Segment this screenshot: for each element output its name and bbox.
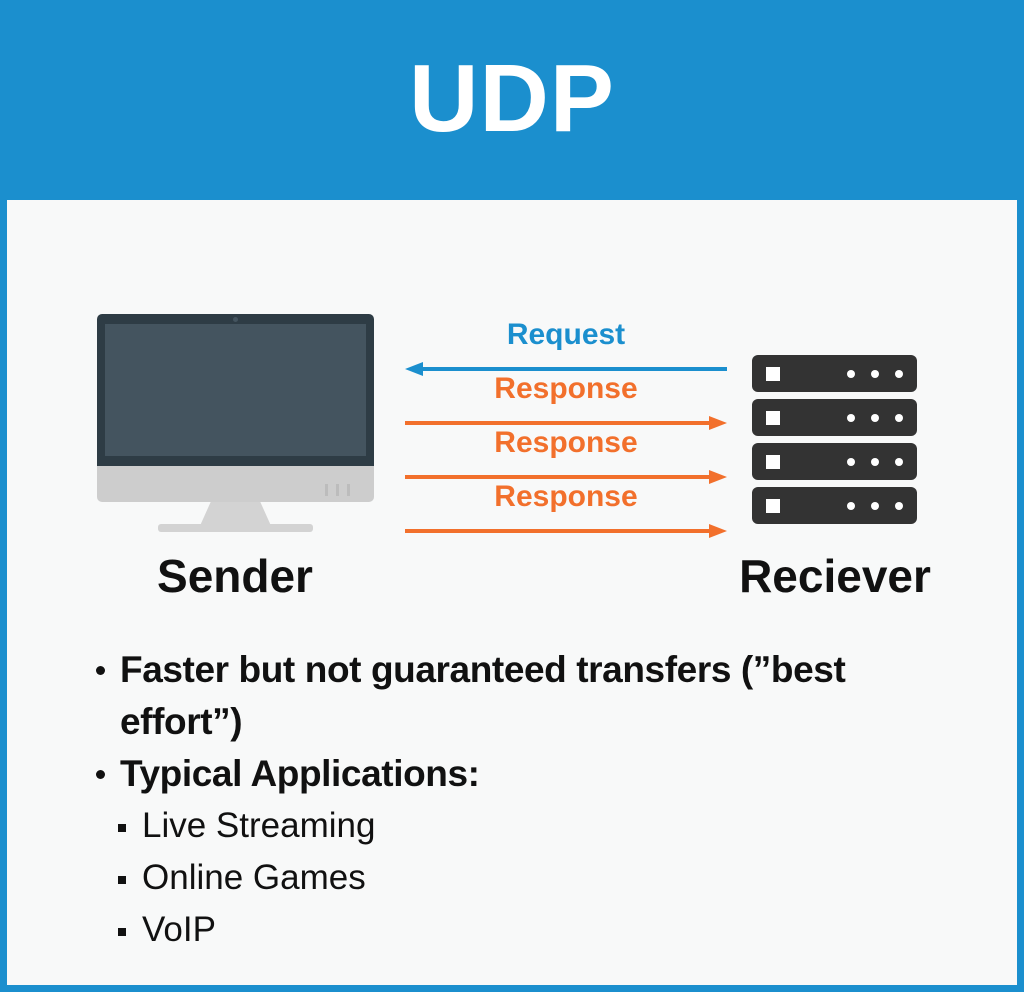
request-flow: Request (405, 318, 727, 376)
response-flow-3: Response (405, 480, 727, 538)
response-flow-label: Response (494, 372, 638, 405)
monitor-stand-neck (199, 502, 272, 528)
monitor-vent-icon (347, 484, 350, 496)
server-unit (752, 487, 917, 524)
desktop-monitor-icon (97, 314, 374, 532)
server-led-dots-icon (847, 370, 903, 378)
server-drive-indicator (766, 411, 780, 425)
slide-header: UDP (0, 0, 1024, 198)
list-item-text: Online Games (142, 858, 366, 897)
server-unit (752, 443, 917, 480)
monitor-vent-icon (325, 484, 328, 496)
sender-label: Sender (157, 550, 313, 602)
request-flow-label: Request (506, 318, 626, 351)
list-item-text: Typical Applications: (120, 753, 480, 794)
list-item: VoIP (92, 904, 952, 956)
server-led-dots-icon (847, 458, 903, 466)
arrow-right-icon (405, 524, 727, 538)
monitor-vent-icon (336, 484, 339, 496)
response-flow-label: Response (494, 426, 638, 459)
monitor-bezel (97, 314, 374, 466)
bullet-dot-icon (96, 770, 105, 779)
list-item: Faster but not guaranteed transfers (”be… (92, 644, 952, 748)
response-flow-label: Response (494, 480, 638, 513)
list-item-text: Faster but not guaranteed transfers (”be… (120, 649, 846, 742)
bullet-dot-icon (96, 666, 105, 675)
monitor-base (97, 466, 374, 502)
server-rack-icon (752, 355, 917, 530)
bullet-list: Faster but not guaranteed transfers (”be… (92, 644, 952, 956)
bullet-square-icon (118, 928, 126, 936)
monitor-stand-foot (158, 524, 313, 532)
arrow-right-icon (405, 470, 727, 484)
list-item: Online Games (92, 852, 952, 904)
monitor-camera-icon (233, 317, 238, 322)
list-item: Typical Applications: (92, 748, 952, 800)
list-item-text: VoIP (142, 910, 216, 949)
bullet-square-icon (118, 824, 126, 832)
server-led-dots-icon (847, 414, 903, 422)
receiver-label: Reciever (739, 550, 931, 602)
server-drive-indicator (766, 455, 780, 469)
page-title: UDP (409, 45, 615, 152)
response-flow-1: Response (405, 372, 727, 430)
arrow-left-icon (405, 362, 727, 376)
bullet-square-icon (118, 876, 126, 884)
response-flow-2: Response (405, 426, 727, 484)
monitor-screen (105, 324, 366, 456)
server-drive-indicator (766, 499, 780, 513)
arrow-right-icon (405, 416, 727, 430)
list-item: Live Streaming (92, 800, 952, 852)
server-unit (752, 355, 917, 392)
list-item-text: Live Streaming (142, 806, 376, 845)
server-unit (752, 399, 917, 436)
server-led-dots-icon (847, 502, 903, 510)
server-drive-indicator (766, 367, 780, 381)
